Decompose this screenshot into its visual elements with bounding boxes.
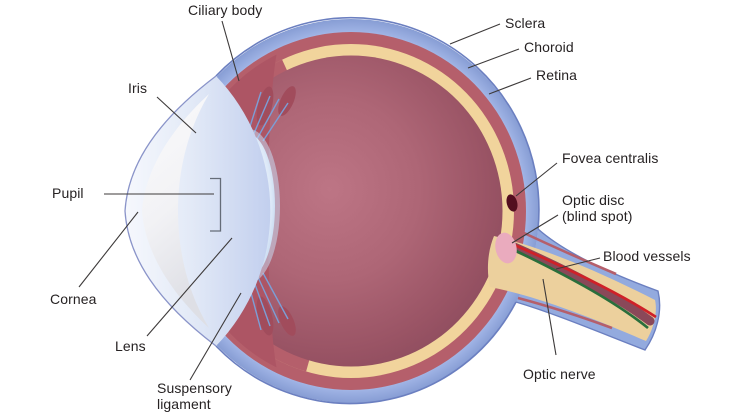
zonule-fiber xyxy=(262,272,289,320)
central-retinal-vein xyxy=(511,247,649,330)
label-iris: Iris xyxy=(128,80,148,96)
zonule-fiber xyxy=(262,102,289,142)
label-fovea-centralis: Fovea centralis xyxy=(562,150,659,166)
pupil-bracket xyxy=(210,177,222,232)
ciliary-process-bottom-2 xyxy=(278,306,296,336)
label-choroid: Choroid xyxy=(524,39,574,55)
central-retinal-artery xyxy=(509,241,657,319)
leader-lines xyxy=(78,20,601,381)
choroid-lining-nerve-top xyxy=(523,231,617,276)
label-optic-disc: Optic disc (blind spot) xyxy=(562,192,633,224)
leader-cornea xyxy=(78,211,139,288)
leader-ciliary-body xyxy=(221,20,240,82)
vitreous-body xyxy=(199,55,503,367)
label-pupil: Pupil xyxy=(52,185,84,201)
label-suspensory-ligament: Suspensory ligament xyxy=(157,380,232,412)
label-retina: Retina xyxy=(536,67,578,83)
cornea-body xyxy=(142,94,209,328)
leader-lens xyxy=(146,237,233,337)
leader-sclera xyxy=(449,23,501,45)
optic-nerve-canal xyxy=(487,236,656,341)
label-blood-vessels: Blood vessels xyxy=(603,248,691,264)
label-optic-nerve: Optic nerve xyxy=(523,366,596,382)
leader-retina xyxy=(488,77,532,95)
label-cornea: Cornea xyxy=(50,291,97,307)
leader-choroid xyxy=(467,48,520,69)
eyeball-outline-top xyxy=(215,16,540,230)
zonule-fiber xyxy=(256,274,280,324)
label-lens: Lens xyxy=(115,338,146,354)
zonule-fiber xyxy=(256,98,280,140)
leader-fovea-centralis xyxy=(515,162,558,197)
choroid-lining-nerve-bottom xyxy=(517,296,613,330)
leader-suspensory-ligament xyxy=(189,292,242,381)
leader-iris xyxy=(156,96,197,134)
leader-blood-vessels xyxy=(555,257,601,270)
ciliary-process-top-2 xyxy=(278,86,296,116)
label-sclera: Sclera xyxy=(505,15,546,31)
label-ciliary-body: Ciliary body xyxy=(188,2,263,18)
leader-optic-disc xyxy=(511,214,559,244)
central-vessel-band xyxy=(507,241,655,326)
fovea-shape xyxy=(506,194,518,212)
optic-disc-shape xyxy=(495,232,517,264)
leader-optic-nerve xyxy=(542,278,557,356)
cornea-outline xyxy=(124,75,217,347)
eyeball-outline-bottom xyxy=(215,301,517,405)
anterior-chamber-wash xyxy=(125,76,271,346)
